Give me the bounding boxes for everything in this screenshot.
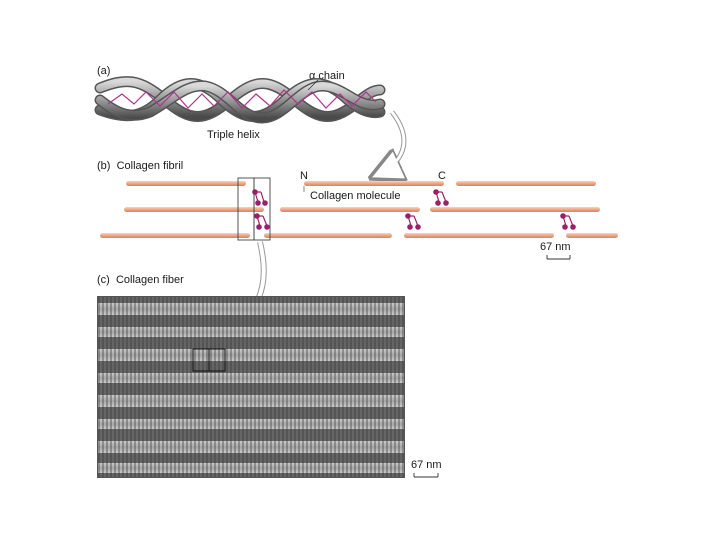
collagen-rod [100, 233, 250, 238]
collagen-rod [430, 207, 600, 212]
panel-a-tag: (a) [97, 65, 111, 77]
panel-c-title: Collagen fiber [115, 274, 184, 286]
alpha-chain-trace [107, 89, 377, 109]
crosslink [433, 189, 449, 206]
crosslink [560, 213, 576, 230]
c-terminus-label: C [438, 170, 446, 182]
panel-c-tag: (c) Collagen fiber [97, 274, 184, 287]
fiber-scale-label: 67 nm [411, 459, 442, 471]
panel-b-title: Collagen fibril [116, 160, 184, 172]
crosslink [252, 189, 268, 206]
collagen-rod [280, 207, 420, 212]
crosslink [405, 213, 421, 230]
panel-c-letter: (c) [97, 274, 110, 286]
triple-helix-label: Triple helix [207, 129, 260, 141]
collagen-rod [124, 207, 264, 212]
collagen-fiber-micrograph [97, 296, 405, 478]
fibril-rows [100, 181, 618, 238]
n-terminus-label: N [300, 170, 308, 182]
collagen-rod [126, 181, 246, 186]
collagen-rod [304, 181, 444, 186]
collagen-rod [404, 233, 554, 238]
collagen-rod [566, 233, 618, 238]
fiber-scale-bar [413, 473, 439, 478]
fiber-selection-box-2 [208, 348, 226, 372]
micrograph-texture [98, 297, 404, 477]
panel-b-letter: (b) [97, 160, 111, 172]
triple-helix [94, 76, 386, 124]
collagen-molecule-label: Collagen molecule [310, 190, 401, 202]
fibril-selection-box-2 [253, 177, 271, 241]
alpha-chain-leader [307, 79, 319, 91]
fibril-scale-label: 67 nm [540, 241, 571, 253]
panel-b-tag: (b) Collagen fibril [97, 160, 183, 173]
fibril-scale-bar [546, 255, 571, 260]
crosslink [254, 213, 270, 230]
collagen-rod [456, 181, 596, 186]
collagen-rod [264, 233, 392, 238]
crosslinks [252, 189, 576, 230]
